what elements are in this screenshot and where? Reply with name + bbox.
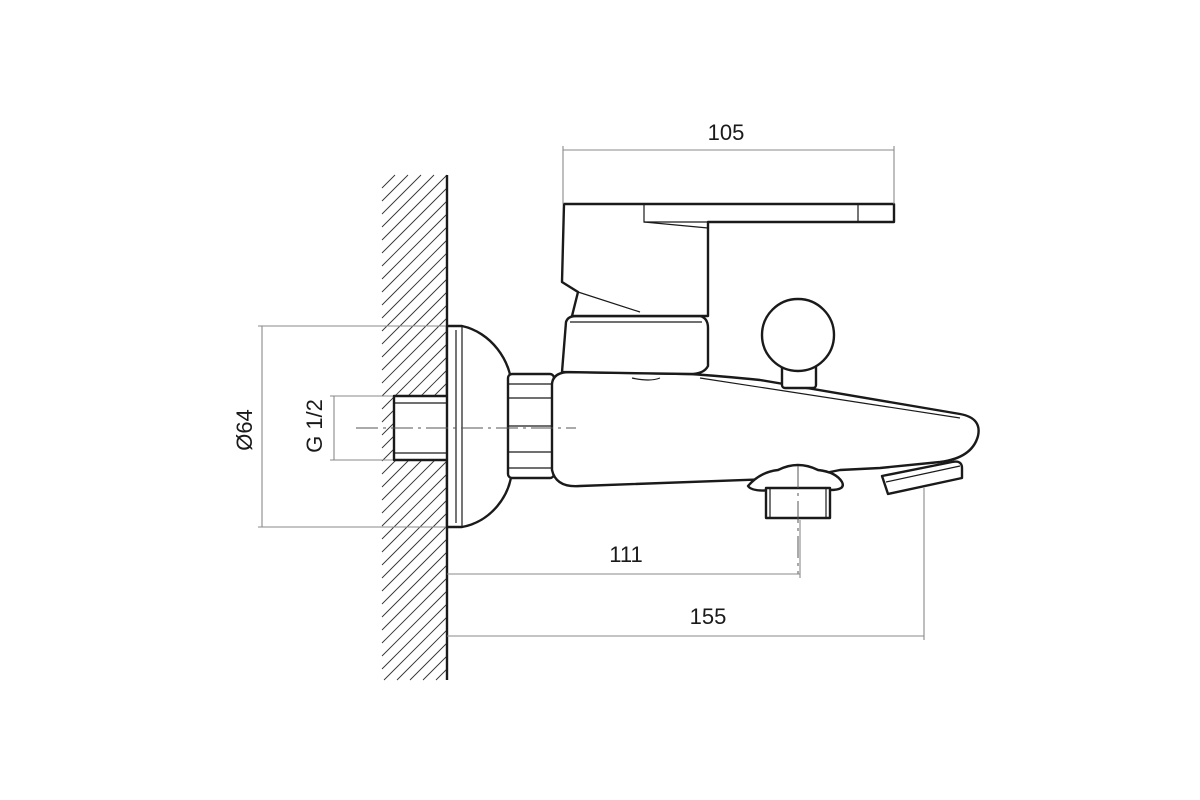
- wall-hatch-line: [381, 564, 448, 631]
- wall-hatch-line: [396, 629, 448, 681]
- handle-length-label: 105: [708, 120, 745, 145]
- wall-flange: [445, 324, 514, 529]
- diverter-offset-label: 111: [609, 542, 642, 567]
- wall-hatch-line: [381, 577, 448, 644]
- wall-hatch-line: [381, 213, 448, 280]
- wall-hatch-line: [381, 174, 435, 228]
- wall-hatch-line: [435, 668, 448, 681]
- wall-hatch-line: [381, 499, 448, 566]
- wall-hatch-line: [381, 538, 448, 605]
- wall-hatch-line: [381, 460, 448, 527]
- wall-hatch-line: [381, 304, 448, 371]
- wall-hatch-line: [381, 187, 448, 254]
- wall-hatch-line: [381, 239, 448, 306]
- dimension-thread: G 1/2: [302, 395, 396, 461]
- dimension-handle-length: 105: [562, 120, 895, 204]
- wall-hatch-line: [381, 512, 448, 579]
- wall-hatch-line: [381, 174, 409, 202]
- wall-hatch-line: [381, 330, 448, 397]
- wall-hatch-line: [381, 473, 448, 540]
- flange-diameter-label: Ø64: [232, 409, 257, 451]
- wall-hatch-line: [381, 291, 448, 358]
- wall-hatch-line: [381, 590, 448, 657]
- dimension-spout-offset: 155: [447, 488, 925, 640]
- wall-hatch-line: [381, 551, 448, 618]
- dimension-diverter-offset: 111: [447, 520, 801, 578]
- wall-hatch-line: [381, 603, 448, 670]
- wall-hatch-line: [422, 655, 448, 681]
- wall-hatch-line: [381, 174, 396, 189]
- lever-handle: [560, 202, 896, 318]
- wall-hatch-line: [381, 252, 448, 319]
- wall-hatch-line: [381, 226, 448, 293]
- hex-nut: [506, 372, 556, 480]
- wall-hatch-line: [381, 174, 422, 215]
- wall-hatch-line: [381, 174, 448, 241]
- diverter-knob: [760, 297, 836, 390]
- wall-hatch-line: [381, 265, 448, 332]
- cartridge-housing: [560, 314, 710, 376]
- center-lines: [356, 427, 799, 574]
- wall-hatch-line: [383, 616, 448, 681]
- wall-hatch-line: [381, 317, 448, 384]
- spout-aerator: [880, 460, 964, 496]
- thread-size-label: G 1/2: [302, 399, 327, 453]
- dimension-flange-diameter: Ø64: [232, 325, 452, 528]
- spout-offset-label: 155: [690, 604, 727, 629]
- wall-hatch-line: [381, 278, 448, 345]
- wall-hatch-line: [381, 200, 448, 267]
- wall-hatch-line: [381, 525, 448, 592]
- wall-hatch-line: [381, 486, 448, 553]
- wall-hatch-line: [409, 642, 448, 681]
